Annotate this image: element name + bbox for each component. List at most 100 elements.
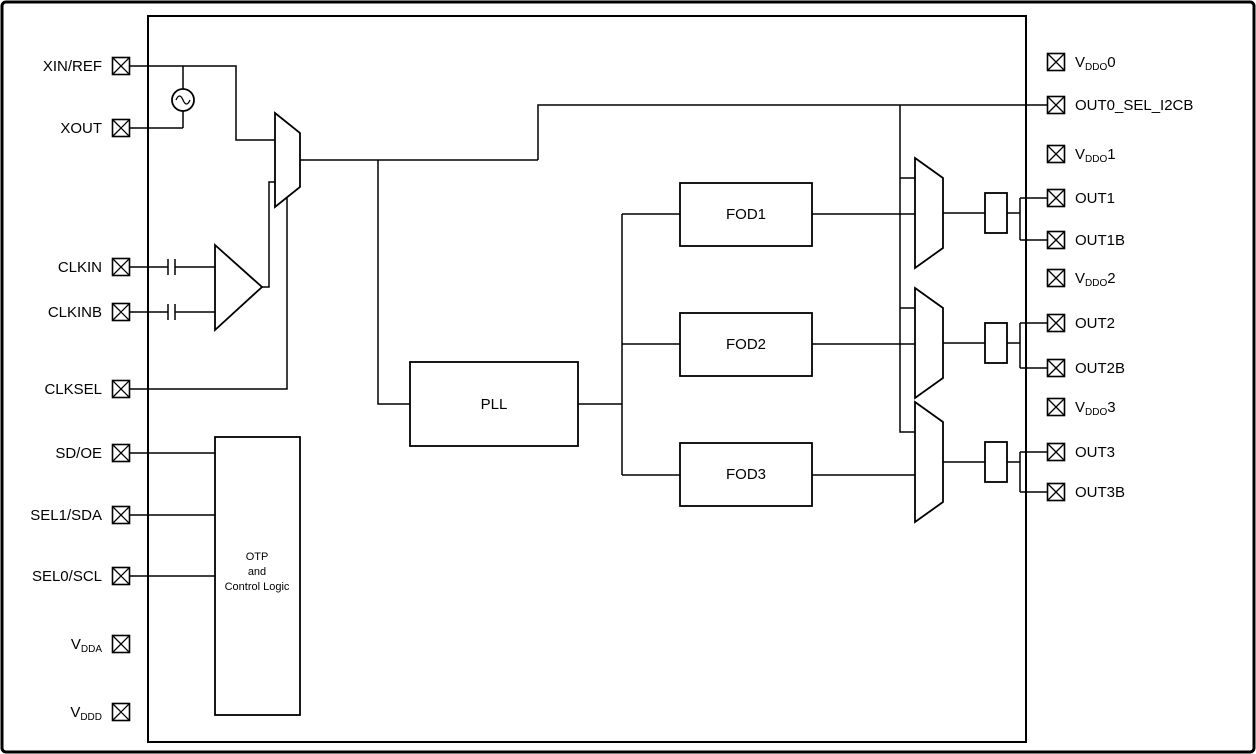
pin-out0-sel-i2cb: OUT0_SEL_I2CB bbox=[1046, 95, 1193, 115]
wire-buffer-to-mux bbox=[262, 181, 275, 288]
pll-block: PLL bbox=[409, 361, 579, 447]
pin-x-icon bbox=[112, 506, 130, 524]
pin-x-icon bbox=[1047, 483, 1065, 501]
pin-label: OUT0_SEL_I2CB bbox=[1075, 97, 1193, 114]
pll-label: PLL bbox=[481, 396, 508, 413]
crystal-oscillator bbox=[171, 88, 195, 112]
pin-sel0-scl: SEL0/SCL bbox=[32, 566, 131, 586]
pin-x-icon bbox=[112, 258, 130, 276]
pin-sel1-sda: SEL1/SDA bbox=[30, 505, 131, 525]
wire-clksel bbox=[130, 198, 288, 390]
pin-sd-oe: SD/OE bbox=[55, 443, 131, 463]
pin-label: CLKINB bbox=[48, 304, 102, 321]
output-mux-1 bbox=[914, 156, 944, 270]
capacitor-clkin-icon bbox=[167, 259, 176, 275]
fod3-block: FOD3 bbox=[679, 442, 813, 507]
pin-label: OUT2B bbox=[1075, 360, 1125, 377]
pin-x-icon bbox=[1047, 443, 1065, 461]
fod3-label: FOD3 bbox=[726, 466, 766, 483]
pin-out2b: OUT2B bbox=[1046, 358, 1125, 378]
pin-vddo1: VDDO1 bbox=[1046, 144, 1116, 165]
output-mux-2 bbox=[914, 286, 944, 400]
pin-label: OUT1B bbox=[1075, 232, 1125, 249]
pin-clkinb: CLKINB bbox=[48, 302, 131, 322]
pin-x-icon bbox=[1047, 53, 1065, 71]
pin-vddo3: VDDO3 bbox=[1046, 397, 1116, 418]
pin-label: VDDO1 bbox=[1075, 146, 1116, 165]
pin-label: SD/OE bbox=[55, 445, 102, 462]
chip-outline bbox=[147, 15, 1027, 743]
input-clock-mux bbox=[274, 111, 301, 209]
pin-label: OUT3 bbox=[1075, 444, 1115, 461]
pin-label: VDDO3 bbox=[1075, 399, 1116, 418]
pin-x-icon bbox=[112, 703, 130, 721]
wire-out3-pair bbox=[1007, 451, 1048, 493]
pin-x-icon bbox=[1047, 96, 1065, 114]
pin-x-icon bbox=[112, 57, 130, 75]
wire-bypass-out0 bbox=[537, 104, 1048, 433]
pin-label: VDDD bbox=[70, 704, 102, 723]
output-driver-3 bbox=[984, 441, 1008, 483]
output-driver-2 bbox=[984, 322, 1008, 364]
pin-vddo0: VDDO0 bbox=[1046, 52, 1116, 73]
pin-label: SEL1/SDA bbox=[30, 507, 102, 524]
pin-label: OUT1 bbox=[1075, 190, 1115, 207]
pin-label: OUT3B bbox=[1075, 484, 1125, 501]
pin-x-icon bbox=[1047, 189, 1065, 207]
pin-label: VDDA bbox=[71, 636, 102, 655]
output-mux-3 bbox=[914, 400, 944, 524]
pin-out2: OUT2 bbox=[1046, 313, 1115, 333]
wire-out1-pair bbox=[1007, 197, 1048, 241]
pll-box bbox=[409, 361, 579, 447]
pin-out1b: OUT1B bbox=[1046, 230, 1125, 250]
pin-xin-ref: XIN/REF bbox=[43, 56, 131, 76]
pin-x-icon bbox=[1047, 398, 1065, 416]
pin-x-icon bbox=[1047, 359, 1065, 377]
pin-label: VDDO0 bbox=[1075, 54, 1116, 73]
fod1-box bbox=[679, 182, 813, 247]
pin-x-icon bbox=[112, 635, 130, 653]
output-driver-1 bbox=[984, 192, 1008, 234]
pin-xout: XOUT bbox=[60, 118, 131, 138]
capacitor-clkinb-icon bbox=[167, 304, 176, 320]
pin-x-icon bbox=[112, 567, 130, 585]
pin-x-icon bbox=[1047, 231, 1065, 249]
otp-label-line2: and bbox=[248, 566, 266, 578]
pin-out3b: OUT3B bbox=[1046, 482, 1125, 502]
pin-x-icon bbox=[112, 444, 130, 462]
pin-x-icon bbox=[1047, 314, 1065, 332]
wire-pll-in bbox=[377, 160, 410, 405]
otp-label-line3: Control Logic bbox=[225, 581, 290, 593]
left-pins: XIN/REF XOUT CLKIN CLKINB CLKSEL SD/OE bbox=[30, 56, 131, 723]
pin-out3: OUT3 bbox=[1046, 442, 1115, 462]
right-pins: VDDO0 OUT0_SEL_I2CB VDDO1 OUT1 OUT1B VDD… bbox=[1046, 52, 1193, 502]
pin-vddd: VDDD bbox=[70, 702, 131, 723]
pin-x-icon bbox=[112, 380, 130, 398]
wires bbox=[130, 65, 1048, 577]
clkin-buffer-icon bbox=[214, 242, 264, 333]
pin-vdda: VDDA bbox=[71, 634, 131, 655]
otp-box bbox=[214, 436, 301, 716]
pin-label: CLKIN bbox=[58, 259, 102, 276]
otp-control-logic-block: OTP and Control Logic bbox=[214, 436, 301, 716]
pin-x-icon bbox=[112, 303, 130, 321]
pin-x-icon bbox=[112, 119, 130, 137]
pin-x-icon bbox=[1047, 145, 1065, 163]
pin-label: VDDO2 bbox=[1075, 270, 1116, 289]
pin-out1: OUT1 bbox=[1046, 188, 1115, 208]
pin-label: XIN/REF bbox=[43, 58, 102, 75]
pin-label: OUT2 bbox=[1075, 315, 1115, 332]
otp-label-line1: OTP bbox=[246, 551, 269, 563]
pin-clkin: CLKIN bbox=[58, 257, 131, 277]
pin-label: CLKSEL bbox=[44, 381, 102, 398]
wire-out2-pair bbox=[1007, 322, 1048, 369]
fod2-block: FOD2 bbox=[679, 312, 813, 377]
pin-label: SEL0/SCL bbox=[32, 568, 102, 585]
fod3-box bbox=[679, 442, 813, 507]
fod2-box bbox=[679, 312, 813, 377]
sine-wave-icon bbox=[175, 95, 191, 105]
fod1-label: FOD1 bbox=[726, 206, 766, 223]
pin-clksel: CLKSEL bbox=[44, 379, 131, 399]
